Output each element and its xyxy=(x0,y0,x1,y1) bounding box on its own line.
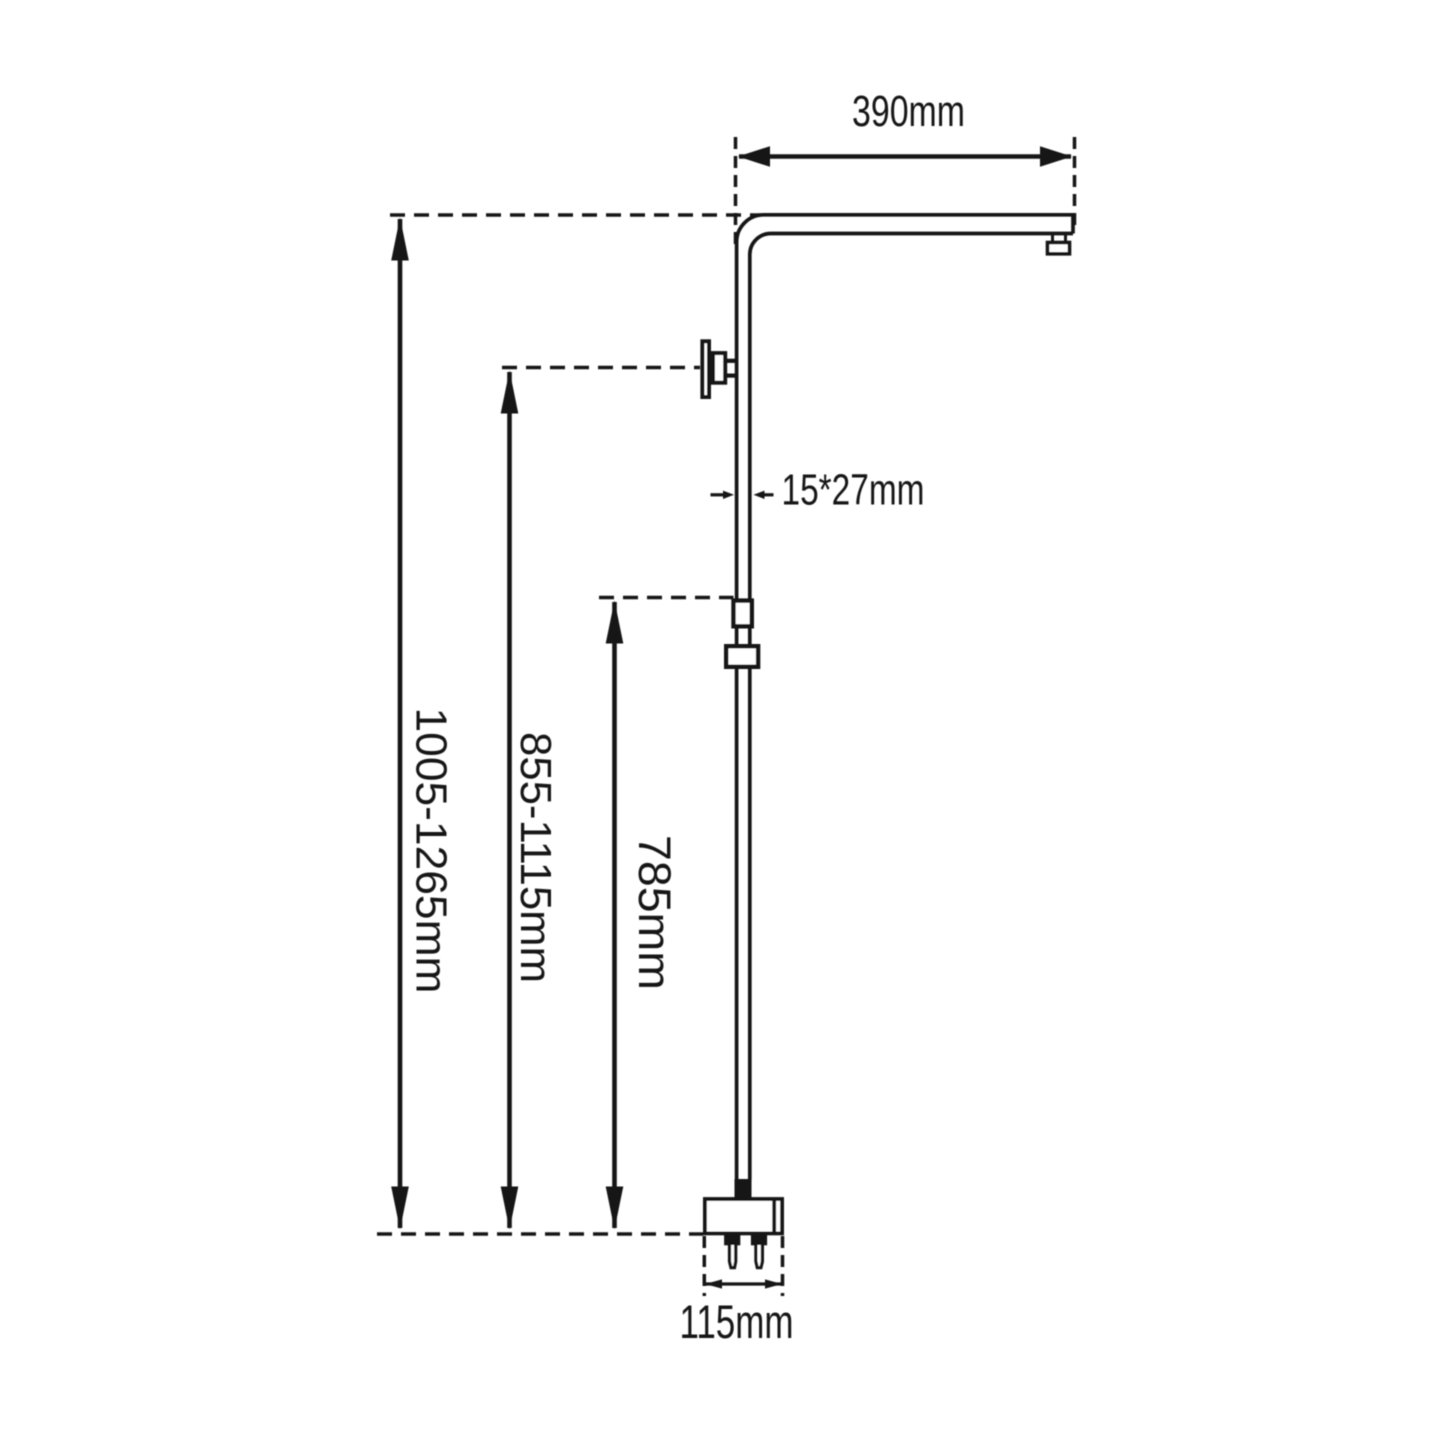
svg-text:15*27mm: 15*27mm xyxy=(782,466,925,515)
svg-text:785mm: 785mm xyxy=(629,835,680,990)
svg-text:390mm: 390mm xyxy=(852,87,965,136)
svg-text:855-1115mm: 855-1115mm xyxy=(511,732,560,983)
svg-text:1005-1265mm: 1005-1265mm xyxy=(407,708,456,994)
svg-text:115mm: 115mm xyxy=(680,1295,794,1348)
